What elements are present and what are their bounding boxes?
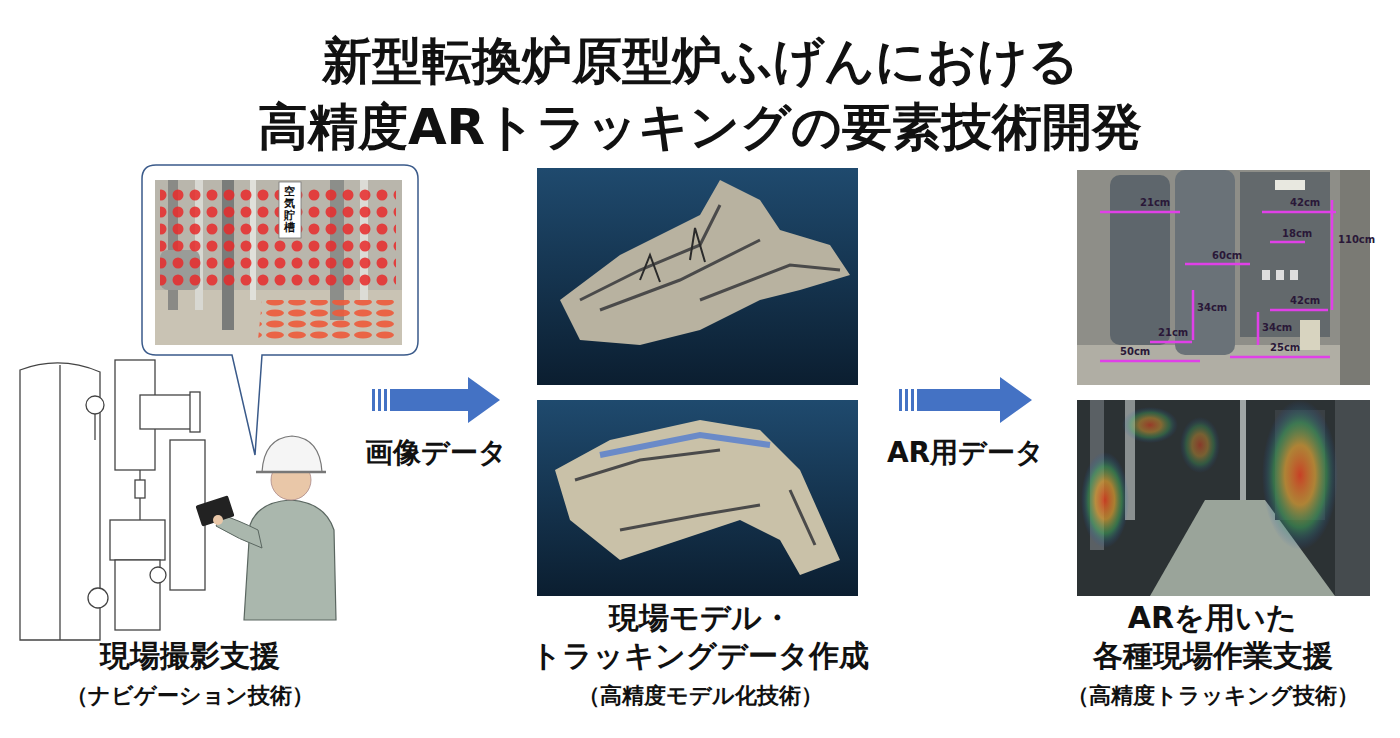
arrow-stripe [899,389,902,411]
flow-arrow [372,377,500,423]
dimension: 60cm [1212,250,1242,262]
dimension: 18cm [1282,228,1312,240]
stage-group: ARを用いた 各種現場作業支援 （高精度トラッキング技術） [1040,165,1385,725]
technology-caption: （高精度トラッキング技術） [1067,682,1359,711]
dimension: 42cm [1290,197,1320,209]
dimension: 21cm [1140,197,1170,209]
worker-figure [195,436,336,620]
ar-measure-photo [1077,170,1370,385]
stage-caption: 現場モデル・ トラッキングデータ作成 [514,599,886,674]
technology-caption: （ナビゲーション技術） [66,682,314,711]
arrow-stripe [384,389,387,411]
point-cloud-model [537,168,858,596]
stage-group: 現場モデル・ トラッキングデータ作成 （高精度モデル化技術） [508,165,892,725]
dimension: 25cm [1270,342,1300,354]
dimension: 34cm [1262,322,1292,334]
edge-label: AR用データ [887,434,1044,472]
dimension: 34cm [1197,302,1227,314]
block-arrow [390,377,500,423]
site-photo [155,180,402,345]
flow-arrow [899,377,1032,423]
arrow-stripe [378,389,381,411]
tank-sign: 空気貯槽 [284,186,295,234]
dimension: 50cm [1120,346,1150,358]
dimension: 42cm [1290,295,1320,307]
stage-group: 現場撮影支援 （ナビゲーション技術） [15,165,365,725]
block-arrow [917,377,1032,423]
stage-caption: 現場撮影支援 [100,637,280,675]
arrow-stripe [911,389,914,411]
stage-caption: ARを用いた 各種現場作業支援 [1046,599,1379,674]
technology-caption: （高精度モデル化技術） [578,682,823,711]
edge-label: 画像データ [365,434,507,472]
callout-bubble [142,165,418,455]
dimension: 21cm [1158,327,1188,339]
arrow-stripe [372,389,375,411]
ar-heatmap-photo [1077,400,1370,596]
dimension: 110cm [1338,234,1375,246]
title: 新型転換炉原型炉ふげんにおける 高精度ARトラッキングの要素技術開発 [100,28,1300,160]
plant-drawing [20,360,205,640]
arrow-stripe [905,389,908,411]
